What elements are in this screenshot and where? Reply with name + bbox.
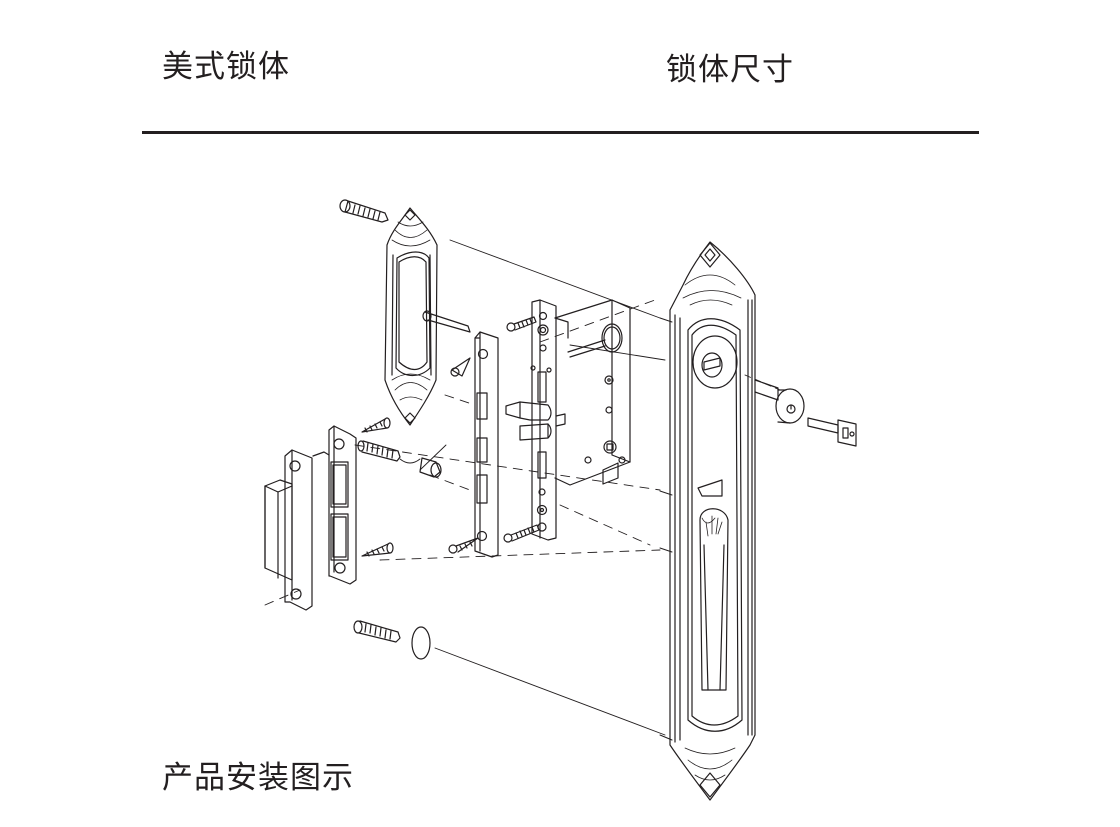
wood-screw-strike-long — [358, 441, 420, 463]
wood-screw-small-cone — [451, 358, 470, 376]
wood-screw-strike-upper — [362, 418, 390, 432]
machine-screw-top — [507, 317, 536, 331]
mortise-lock-body — [555, 300, 630, 485]
thumb-turn-stub — [420, 458, 441, 477]
spindle — [423, 311, 470, 332]
key-cylinder — [755, 380, 804, 423]
knob-cover-disc — [412, 627, 430, 659]
strike-plate — [313, 426, 356, 584]
wood-screw-top-left — [340, 200, 388, 222]
wood-screw-bottom — [354, 621, 400, 642]
machine-screw-bottom — [504, 525, 539, 542]
assembly-guide-lines — [265, 240, 780, 735]
strike-box — [265, 450, 312, 610]
outer-escutcheon-plate — [660, 242, 755, 800]
section-title-lock-body-dimensions: 锁体尺寸 — [666, 52, 794, 88]
wood-screw-strike-lower — [362, 543, 393, 556]
wood-screw-front-plate — [449, 538, 478, 553]
section-title-installation-diagram: 产品安装图示 — [162, 760, 354, 796]
latch-bolt — [506, 402, 565, 440]
inner-escutcheon-plate — [385, 208, 437, 425]
header-divider — [142, 131, 979, 134]
key — [808, 418, 856, 446]
armored-front-plate — [475, 332, 498, 557]
section-title-american-lock-body: 美式锁体 — [162, 49, 290, 85]
lock-face-plate — [531, 300, 556, 540]
